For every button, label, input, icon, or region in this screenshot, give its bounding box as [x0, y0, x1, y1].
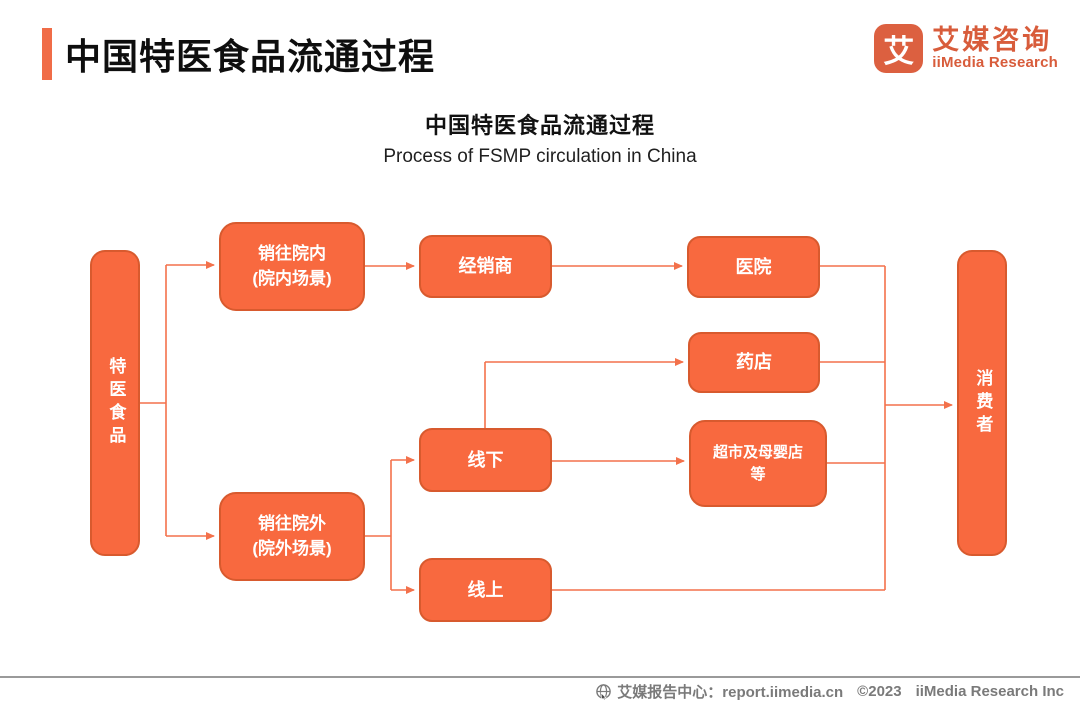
iimedia-logo-icon: 艾 — [874, 24, 924, 73]
chart-title-cn: 中国特医食品流通过程 — [424, 113, 655, 138]
node-hospital: 医院 — [687, 236, 820, 298]
logo-name-en: iiMedia Research — [932, 54, 1058, 72]
title-accent-bar — [42, 28, 52, 80]
footer: 艾媒报告中心：report.iimedia.cn ©2023 iiMedia R… — [595, 681, 1064, 702]
footer-company: iiMedia Research Inc — [915, 683, 1064, 700]
iimedia-logo-text: 艾媒咨询 iiMedia Research — [932, 24, 1058, 72]
node-sell-in-hospital: 销往院内 (院内场景) — [219, 222, 365, 311]
globe-icon — [595, 683, 612, 700]
node-consumer: 消费者 — [957, 250, 1007, 556]
footer-divider — [0, 676, 1080, 678]
node-offline-channel: 线下 — [419, 428, 552, 492]
node-online-channel: 线上 — [419, 558, 552, 622]
footer-report-center: 艾媒报告中心：report.iimedia.cn — [617, 684, 844, 701]
node-fsmp-source: 特医食品 — [90, 250, 140, 556]
chart-title-en: Process of FSMP circulation in China — [383, 146, 697, 167]
footer-copyright: ©2023 — [857, 683, 902, 700]
page-title: 中国特医食品流通过程 — [65, 36, 436, 77]
node-distributor: 经销商 — [419, 235, 552, 298]
node-pharmacy: 药店 — [688, 332, 820, 393]
iimedia-logo: 艾 艾媒咨询 iiMedia Research — [874, 24, 1058, 73]
node-sell-out-hospital: 销往院外 (院外场景) — [219, 492, 365, 581]
logo-name-cn: 艾媒咨询 — [932, 24, 1053, 55]
node-supermarket: 超市及母婴店 等 — [689, 420, 827, 507]
